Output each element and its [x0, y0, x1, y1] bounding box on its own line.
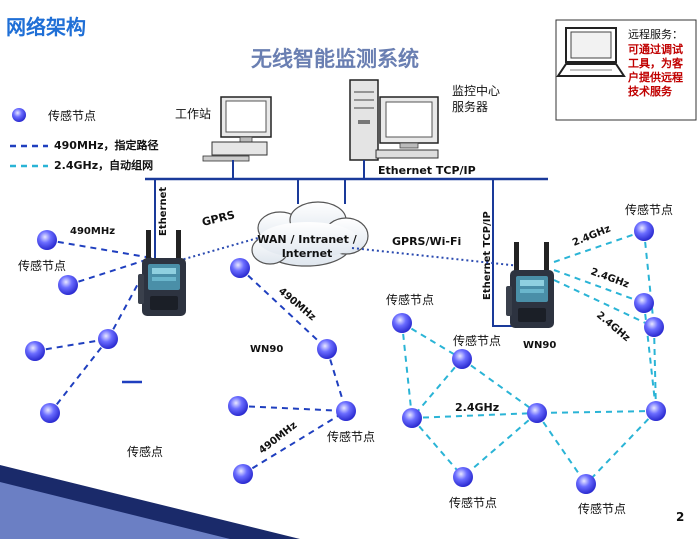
gateway-left-icon — [138, 230, 186, 316]
server-label-line-2: 服务器 — [452, 99, 488, 114]
gateway-center-label: WN90 — [250, 344, 283, 355]
wan-cloud-icon — [251, 201, 369, 267]
link-label-24-center: 2.4GHz — [455, 401, 499, 414]
link-label-24-1: 2.4GHz — [571, 223, 612, 248]
remote-service-line-1: 可通过调试 — [628, 42, 683, 56]
sensor-node — [317, 339, 337, 359]
sensor-node — [644, 317, 664, 337]
ethernet-right-drop — [492, 178, 548, 327]
node-label-center-bottom: 传感节点 — [327, 429, 375, 444]
link-24 — [411, 358, 463, 419]
legend-24-label: 2.4GHz，自动组网 — [54, 158, 153, 172]
ethernet-bus-label: Ethernet TCP/IP — [378, 164, 476, 177]
sensor-node — [230, 258, 250, 278]
link-24 — [411, 412, 538, 419]
sensor-node — [336, 401, 356, 421]
sensor-node — [25, 341, 45, 361]
workstation-computer-icon — [202, 96, 272, 162]
node-label-mesh-bottom: 传感节点 — [449, 495, 497, 510]
gprs-link-left — [173, 237, 259, 263]
sensor-node — [233, 464, 253, 484]
link-24 — [462, 412, 538, 478]
legend-490-label: 490MHz，指定路径 — [54, 138, 159, 152]
link-24 — [553, 269, 645, 304]
link-24 — [536, 410, 657, 414]
link-24 — [553, 279, 655, 328]
link-24 — [553, 230, 645, 263]
node-label-mesh-mid: 传感节点 — [453, 333, 501, 348]
ethernet-left-label: Ethernet — [158, 187, 169, 236]
sensor-node — [98, 329, 118, 349]
wan-label-line-2: Internet — [282, 247, 333, 260]
links-490 — [34, 239, 347, 475]
node-label-bottom-left: 传感点 — [127, 444, 163, 459]
link-24 — [653, 326, 657, 412]
link-24 — [411, 417, 464, 478]
sensor-node — [634, 221, 654, 241]
gprs-label: GPRS — [201, 208, 237, 229]
sensor-node — [527, 403, 547, 423]
sensor-node — [634, 293, 654, 313]
link-label-490-mid: 490MHz — [276, 286, 318, 323]
remote-service-line-4: 技术服务 — [628, 84, 673, 98]
link-24 — [401, 322, 463, 360]
decorative-wedge-light — [0, 482, 230, 539]
link-24 — [461, 358, 538, 414]
link-label-490-top: 490MHz — [70, 226, 115, 237]
sensor-node — [228, 396, 248, 416]
node-label-right-bottom: 传感节点 — [578, 501, 626, 516]
link-490 — [242, 410, 347, 475]
diagram-title: 无线智能监测系统 — [251, 47, 419, 71]
link-24 — [401, 322, 413, 419]
sensor-node — [58, 275, 78, 295]
gateway-right-label: WN90 — [523, 340, 556, 351]
wan-label-line-1: WAN / Intranet / — [257, 233, 357, 246]
remote-service-line-2: 工具，为客 — [628, 56, 684, 70]
sensor-node — [576, 474, 596, 494]
node-label-right-top: 传感节点 — [625, 202, 673, 217]
links-24 — [401, 230, 657, 485]
legend-node-label: 传感节点 — [48, 108, 96, 123]
gprs-wifi-label: GPRS/Wi-Fi — [392, 235, 461, 248]
link-label-490-bottom: 490MHz — [257, 420, 299, 456]
remote-service-line-3: 户提供远程 — [628, 70, 683, 84]
link-490 — [34, 338, 109, 352]
sensor-node — [452, 349, 472, 369]
workstation-label: 工作站 — [175, 107, 211, 121]
ethernet-right-label: Ethernet TCP/IP — [482, 211, 493, 300]
link-490 — [107, 257, 153, 340]
server-label-line-1: 监控中心 — [452, 83, 500, 98]
legend-node-icon — [12, 108, 26, 122]
gateway-right-icon — [506, 242, 554, 328]
server-computer-icon — [349, 79, 439, 161]
remote-service-title: 远程服务： — [628, 28, 683, 41]
sensor-node — [37, 230, 57, 250]
link-490 — [46, 239, 153, 259]
link-24 — [585, 410, 657, 485]
link-label-24-2: 2.4GHz — [589, 266, 631, 290]
section-title: 网络架构 — [6, 15, 86, 39]
node-label-left-mid: 传感节点 — [18, 258, 66, 273]
sensor-node — [392, 313, 412, 333]
link-490 — [237, 405, 347, 412]
link-24 — [536, 412, 587, 485]
link-490 — [239, 267, 328, 350]
sensor-node — [402, 408, 422, 428]
gprs-wifi-link — [351, 247, 521, 267]
link-24 — [643, 302, 657, 412]
link-490 — [49, 338, 109, 414]
sensor-node — [40, 403, 60, 423]
node-label-mesh-top: 传感节点 — [386, 292, 434, 307]
sensor-node — [453, 467, 473, 487]
link-490 — [67, 257, 153, 286]
sensor-node — [646, 401, 666, 421]
link-24 — [643, 230, 655, 328]
sensor-nodes — [25, 221, 666, 494]
page-number: 2 — [676, 510, 684, 524]
laptop-icon — [556, 27, 626, 77]
